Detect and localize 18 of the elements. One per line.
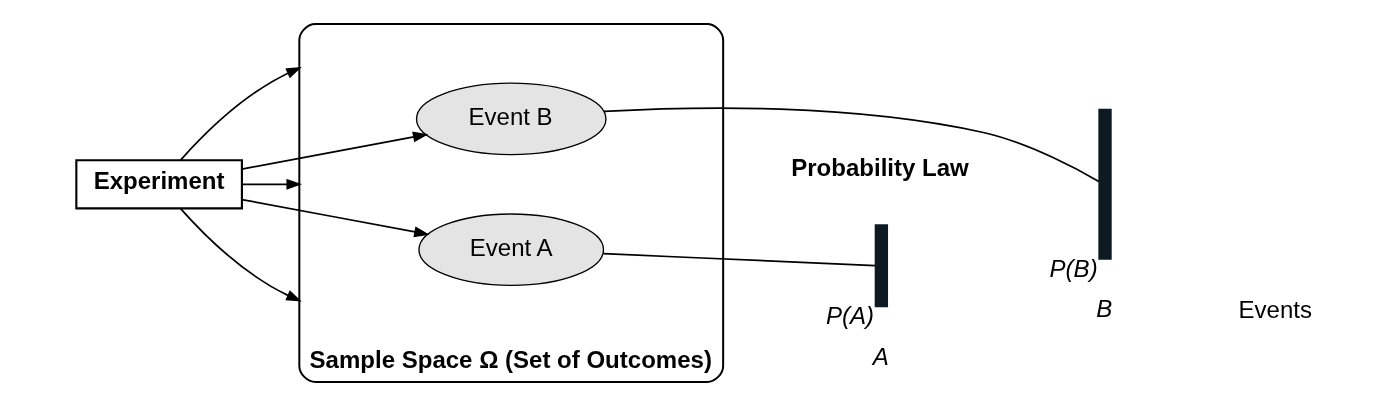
node-label: P(A)	[825, 302, 874, 330]
label: B	[1096, 295, 1113, 323]
connector	[602, 107, 1100, 183]
arrow	[179, 67, 302, 161]
label: A	[872, 343, 889, 371]
arrow	[179, 207, 302, 302]
node-bar	[1098, 108, 1112, 260]
arrow	[241, 131, 429, 170]
label: Events	[1238, 296, 1312, 324]
label: Probability Law	[791, 153, 969, 181]
arrow	[241, 178, 302, 190]
node-bar	[874, 224, 889, 308]
node-box: Experiment	[75, 159, 243, 210]
node-ellipse: Event B	[415, 82, 607, 156]
node-ellipse: Event A	[418, 213, 605, 287]
arrow	[241, 198, 430, 238]
connector	[602, 252, 876, 267]
node-label: P(B)	[1049, 254, 1098, 282]
